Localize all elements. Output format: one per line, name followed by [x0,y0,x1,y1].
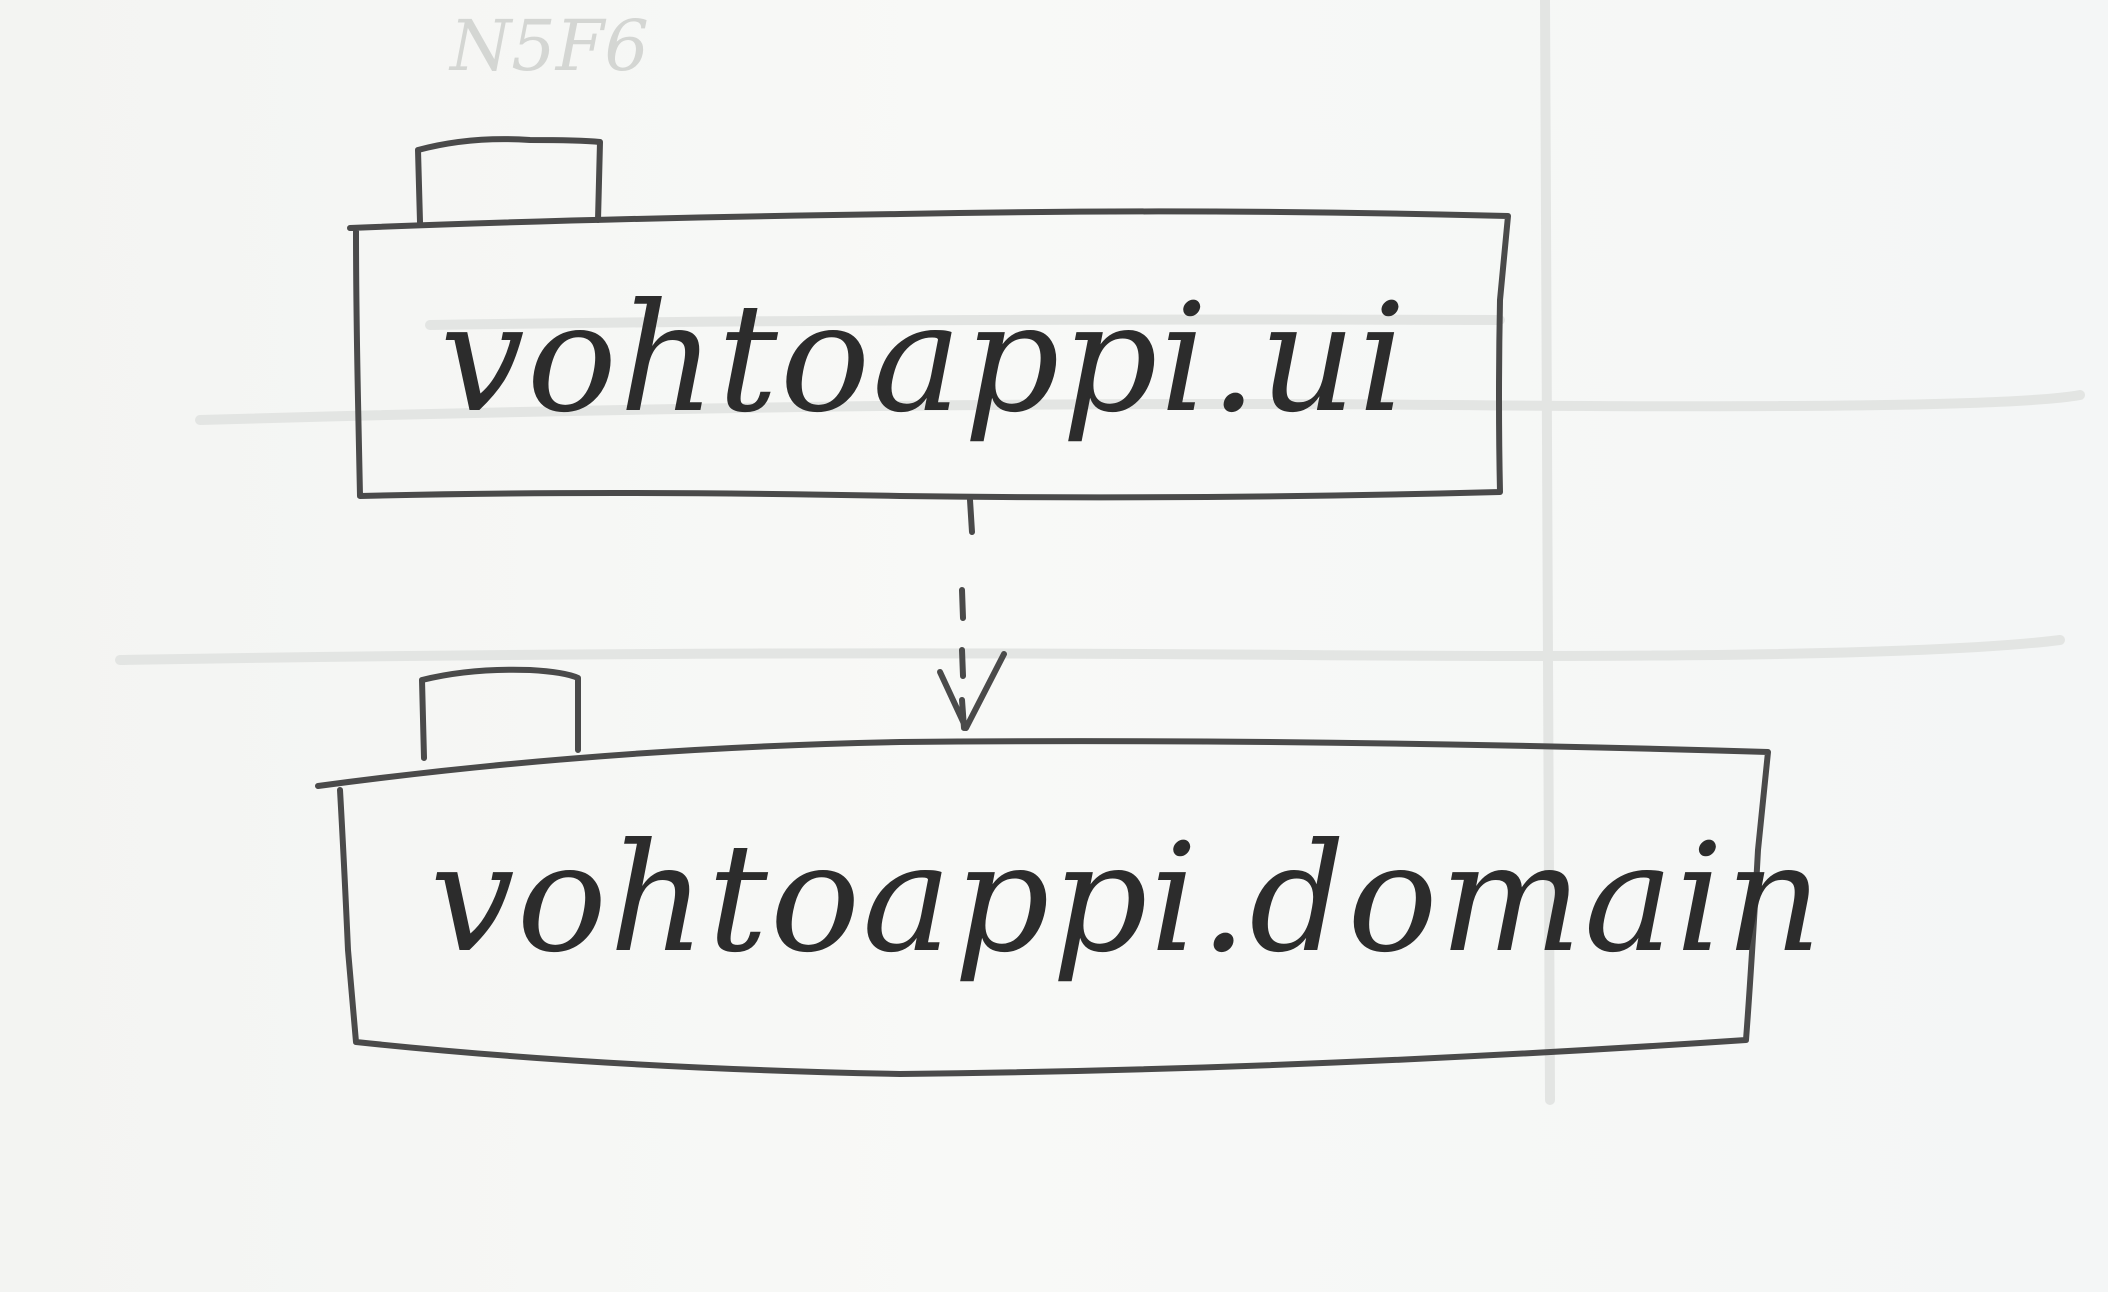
package-domain-tab [419,666,581,761]
package-domain-body [315,738,1771,1077]
background-scribble: N5F6 [448,5,649,87]
paper-show-through: N5F6 [115,0,2085,1105]
dependency-line [959,497,975,731]
package-ui-body [347,208,1511,501]
package-ui-tab [415,136,603,225]
dependency-arrowhead [937,651,1007,731]
package-domain: vohtoappi.domain [315,666,1824,1077]
dependency-arrow [937,497,1007,731]
package-ui-label: vohtoappi.ui [440,272,1408,446]
package-domain-label: vohtoappi.domain [430,812,1824,986]
package-ui: vohtoappi.ui [347,136,1511,501]
